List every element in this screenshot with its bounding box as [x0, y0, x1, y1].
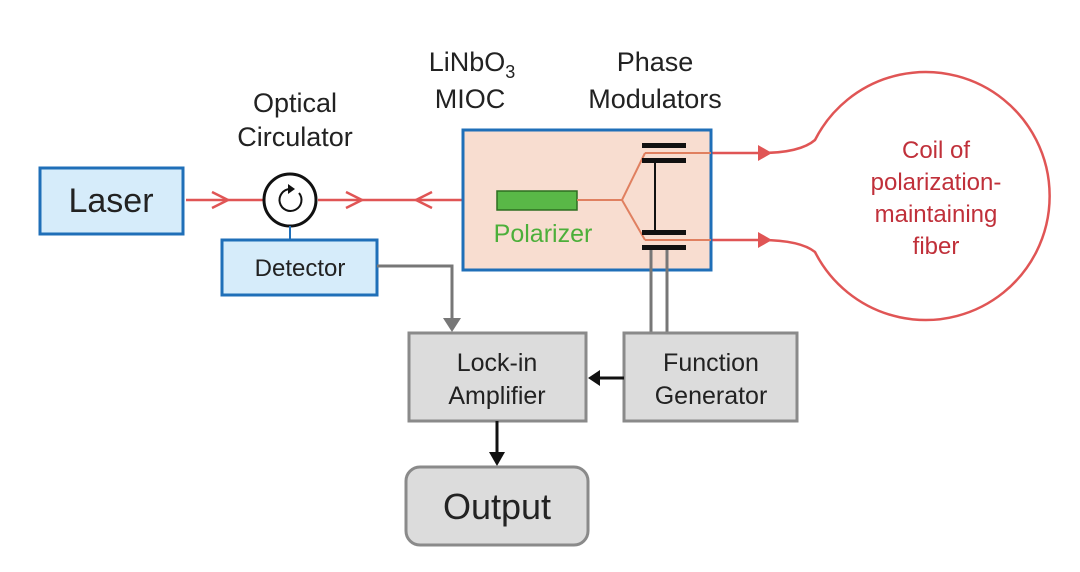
- optical-circulator-label-line1: Optical: [253, 88, 337, 118]
- fg-to-lockin-arrowhead: [588, 370, 600, 386]
- lockin-amplifier-box: [407, 331, 588, 423]
- modulator-electrode-lower-top: [642, 230, 686, 235]
- modulator-electrode-upper-bottom: [642, 158, 686, 163]
- mioc-label-line2: MIOC: [435, 84, 506, 114]
- polarizer-label: Polarizer: [494, 220, 593, 248]
- mioc-label-line1: LiNbO3: [429, 47, 516, 82]
- fiber-coil-loop: [759, 70, 1051, 322]
- laser-label: Laser: [68, 182, 153, 220]
- mioc-label-subscript: 3: [505, 62, 515, 82]
- function-generator-label-line1: Function: [663, 349, 759, 377]
- lockin-label-line2: Amplifier: [448, 382, 545, 410]
- phase-modulators-label-line1: Phase: [617, 47, 694, 77]
- detector-to-lockin-line: [377, 264, 454, 322]
- fiber-arrow-upper: [758, 145, 772, 161]
- phase-modulators-label-line2: Modulators: [588, 84, 722, 114]
- polarizer-element: [496, 190, 578, 211]
- circulator-arrow-icon: [278, 188, 303, 212]
- coil-label-line2: polarization-: [871, 169, 1002, 196]
- fiber-arrow-1: [211, 190, 231, 210]
- detector-box: [220, 238, 379, 297]
- circulator-arrowhead: [288, 184, 295, 194]
- lockin-label-line1: Lock-in: [457, 349, 538, 377]
- coil-label-line1: Coil of: [902, 137, 970, 164]
- fiber-arrow-lower: [758, 232, 772, 248]
- detector-label: Detector: [255, 255, 346, 282]
- detector-to-lockin-arrowhead: [443, 318, 461, 332]
- optical-circulator-symbol: [262, 172, 318, 228]
- lockin-to-output-arrowhead: [489, 452, 505, 466]
- laser-box: [38, 166, 185, 236]
- function-generator-label-line2: Generator: [655, 382, 768, 410]
- coil-label-line4: fiber: [913, 233, 960, 260]
- waveguide-upper-arm: [621, 152, 646, 201]
- mioc-label-base: LiNbO: [429, 47, 506, 77]
- output-label: Output: [443, 486, 551, 527]
- fiber-arrow-3: [413, 190, 433, 210]
- waveguide-lower-arm: [621, 199, 646, 241]
- coil-label-line3: maintaining: [875, 201, 998, 228]
- modulator-electrode-lower-bottom: [642, 245, 686, 250]
- fiber-arrow-2: [345, 190, 365, 210]
- output-box: [404, 465, 590, 547]
- modulator-electrode-upper-top: [642, 143, 686, 148]
- optical-circulator-label-line2: Circulator: [237, 122, 353, 152]
- function-generator-box: [622, 331, 799, 423]
